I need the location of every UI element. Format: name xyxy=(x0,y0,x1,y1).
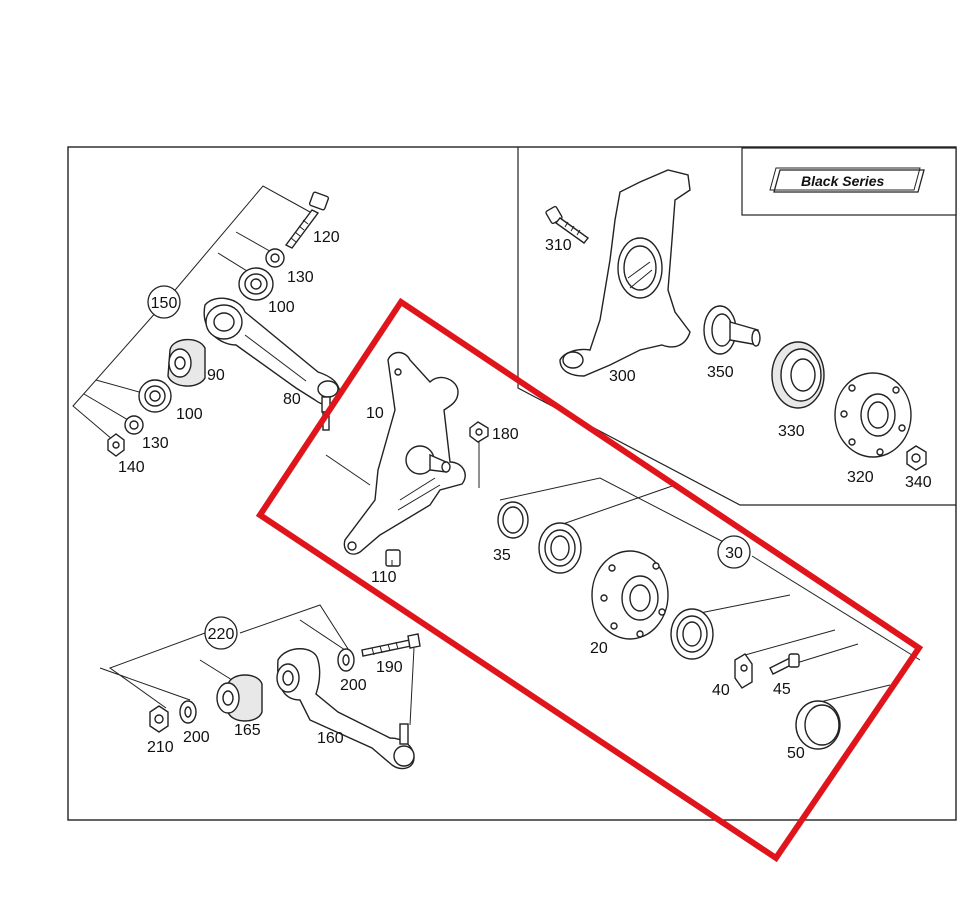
seal-35 xyxy=(497,501,529,539)
knuckle-300 xyxy=(559,169,691,377)
washer-130-upper xyxy=(265,248,285,268)
washer-200-lower xyxy=(179,700,197,724)
bushing-90 xyxy=(167,338,206,387)
cap-50 xyxy=(795,700,841,750)
callout-10: 10 xyxy=(366,405,384,422)
badge-label: Black Series xyxy=(801,173,884,189)
hub-leaders xyxy=(499,477,921,703)
nut-180 xyxy=(469,421,489,443)
bearing-inner xyxy=(538,522,582,574)
black-series-badge: Black Series xyxy=(769,167,925,193)
steering-knuckle-10 xyxy=(343,351,466,555)
callout-30-circle xyxy=(717,535,751,569)
callout-210: 210 xyxy=(147,739,174,756)
callout-330: 330 xyxy=(778,423,805,440)
callout-140: 140 xyxy=(118,459,145,476)
callout-50: 50 xyxy=(787,745,805,762)
callout-100-upper: 100 xyxy=(268,299,295,316)
callout-100-lower: 100 xyxy=(176,406,203,423)
callout-160: 160 xyxy=(317,730,344,747)
washer-40 xyxy=(734,653,753,689)
callout-180: 180 xyxy=(492,426,519,443)
callout-90: 90 xyxy=(207,367,225,384)
bolt-310 xyxy=(545,205,590,244)
bushing-165 xyxy=(216,674,263,722)
upper-arm-leaders xyxy=(72,185,311,441)
callout-45: 45 xyxy=(773,681,791,698)
knuckle-leaders xyxy=(325,442,480,566)
inset-panel-frame xyxy=(517,147,956,506)
callout-20: 20 xyxy=(590,640,608,657)
bolt-190 xyxy=(361,633,421,726)
callout-200-upper: 200 xyxy=(340,677,367,694)
callout-220: 220 xyxy=(208,626,235,643)
upper-control-arm-80 xyxy=(203,297,341,431)
callout-200-lower: 200 xyxy=(183,729,210,746)
bolt-45 xyxy=(769,653,800,675)
bushing-100-lower xyxy=(138,379,172,413)
washer-130-lower xyxy=(124,415,144,435)
callout-350: 350 xyxy=(707,364,734,381)
bolt-120 xyxy=(284,191,330,249)
callout-35: 35 xyxy=(493,547,511,564)
callout-120: 120 xyxy=(313,229,340,246)
callout-220-circle xyxy=(204,616,238,650)
callout-40: 40 xyxy=(712,682,730,699)
callout-340: 340 xyxy=(905,474,932,491)
nut-210 xyxy=(149,705,169,733)
callout-30: 30 xyxy=(725,545,743,562)
bearing-330 xyxy=(771,341,825,409)
lower-arm-160 xyxy=(276,648,415,770)
hub-320 xyxy=(834,372,912,458)
callout-300: 300 xyxy=(609,368,636,385)
diagram-frame xyxy=(67,146,957,821)
nut-340 xyxy=(906,445,927,471)
nut-110 xyxy=(385,549,401,567)
bearing-outer xyxy=(670,608,714,660)
nut-140 xyxy=(107,433,125,457)
highlight-frame xyxy=(255,297,924,863)
seal-350 xyxy=(703,305,761,355)
callout-110: 110 xyxy=(371,569,397,586)
hub-20 xyxy=(591,550,669,640)
callout-150: 150 xyxy=(151,295,178,312)
callout-190: 190 xyxy=(376,659,403,676)
callout-165: 165 xyxy=(234,722,261,739)
callout-310: 310 xyxy=(545,237,572,254)
callout-150-circle xyxy=(147,285,181,319)
callout-130-lower: 130 xyxy=(142,435,169,452)
callout-labels: 120 130 100 150 90 80 100 130 140 10 180… xyxy=(118,229,932,762)
callout-130-upper: 130 xyxy=(287,269,314,286)
callout-80: 80 xyxy=(283,391,301,408)
callout-320: 320 xyxy=(847,469,874,486)
bushing-100-upper xyxy=(238,267,274,301)
washer-200-upper xyxy=(337,648,355,672)
